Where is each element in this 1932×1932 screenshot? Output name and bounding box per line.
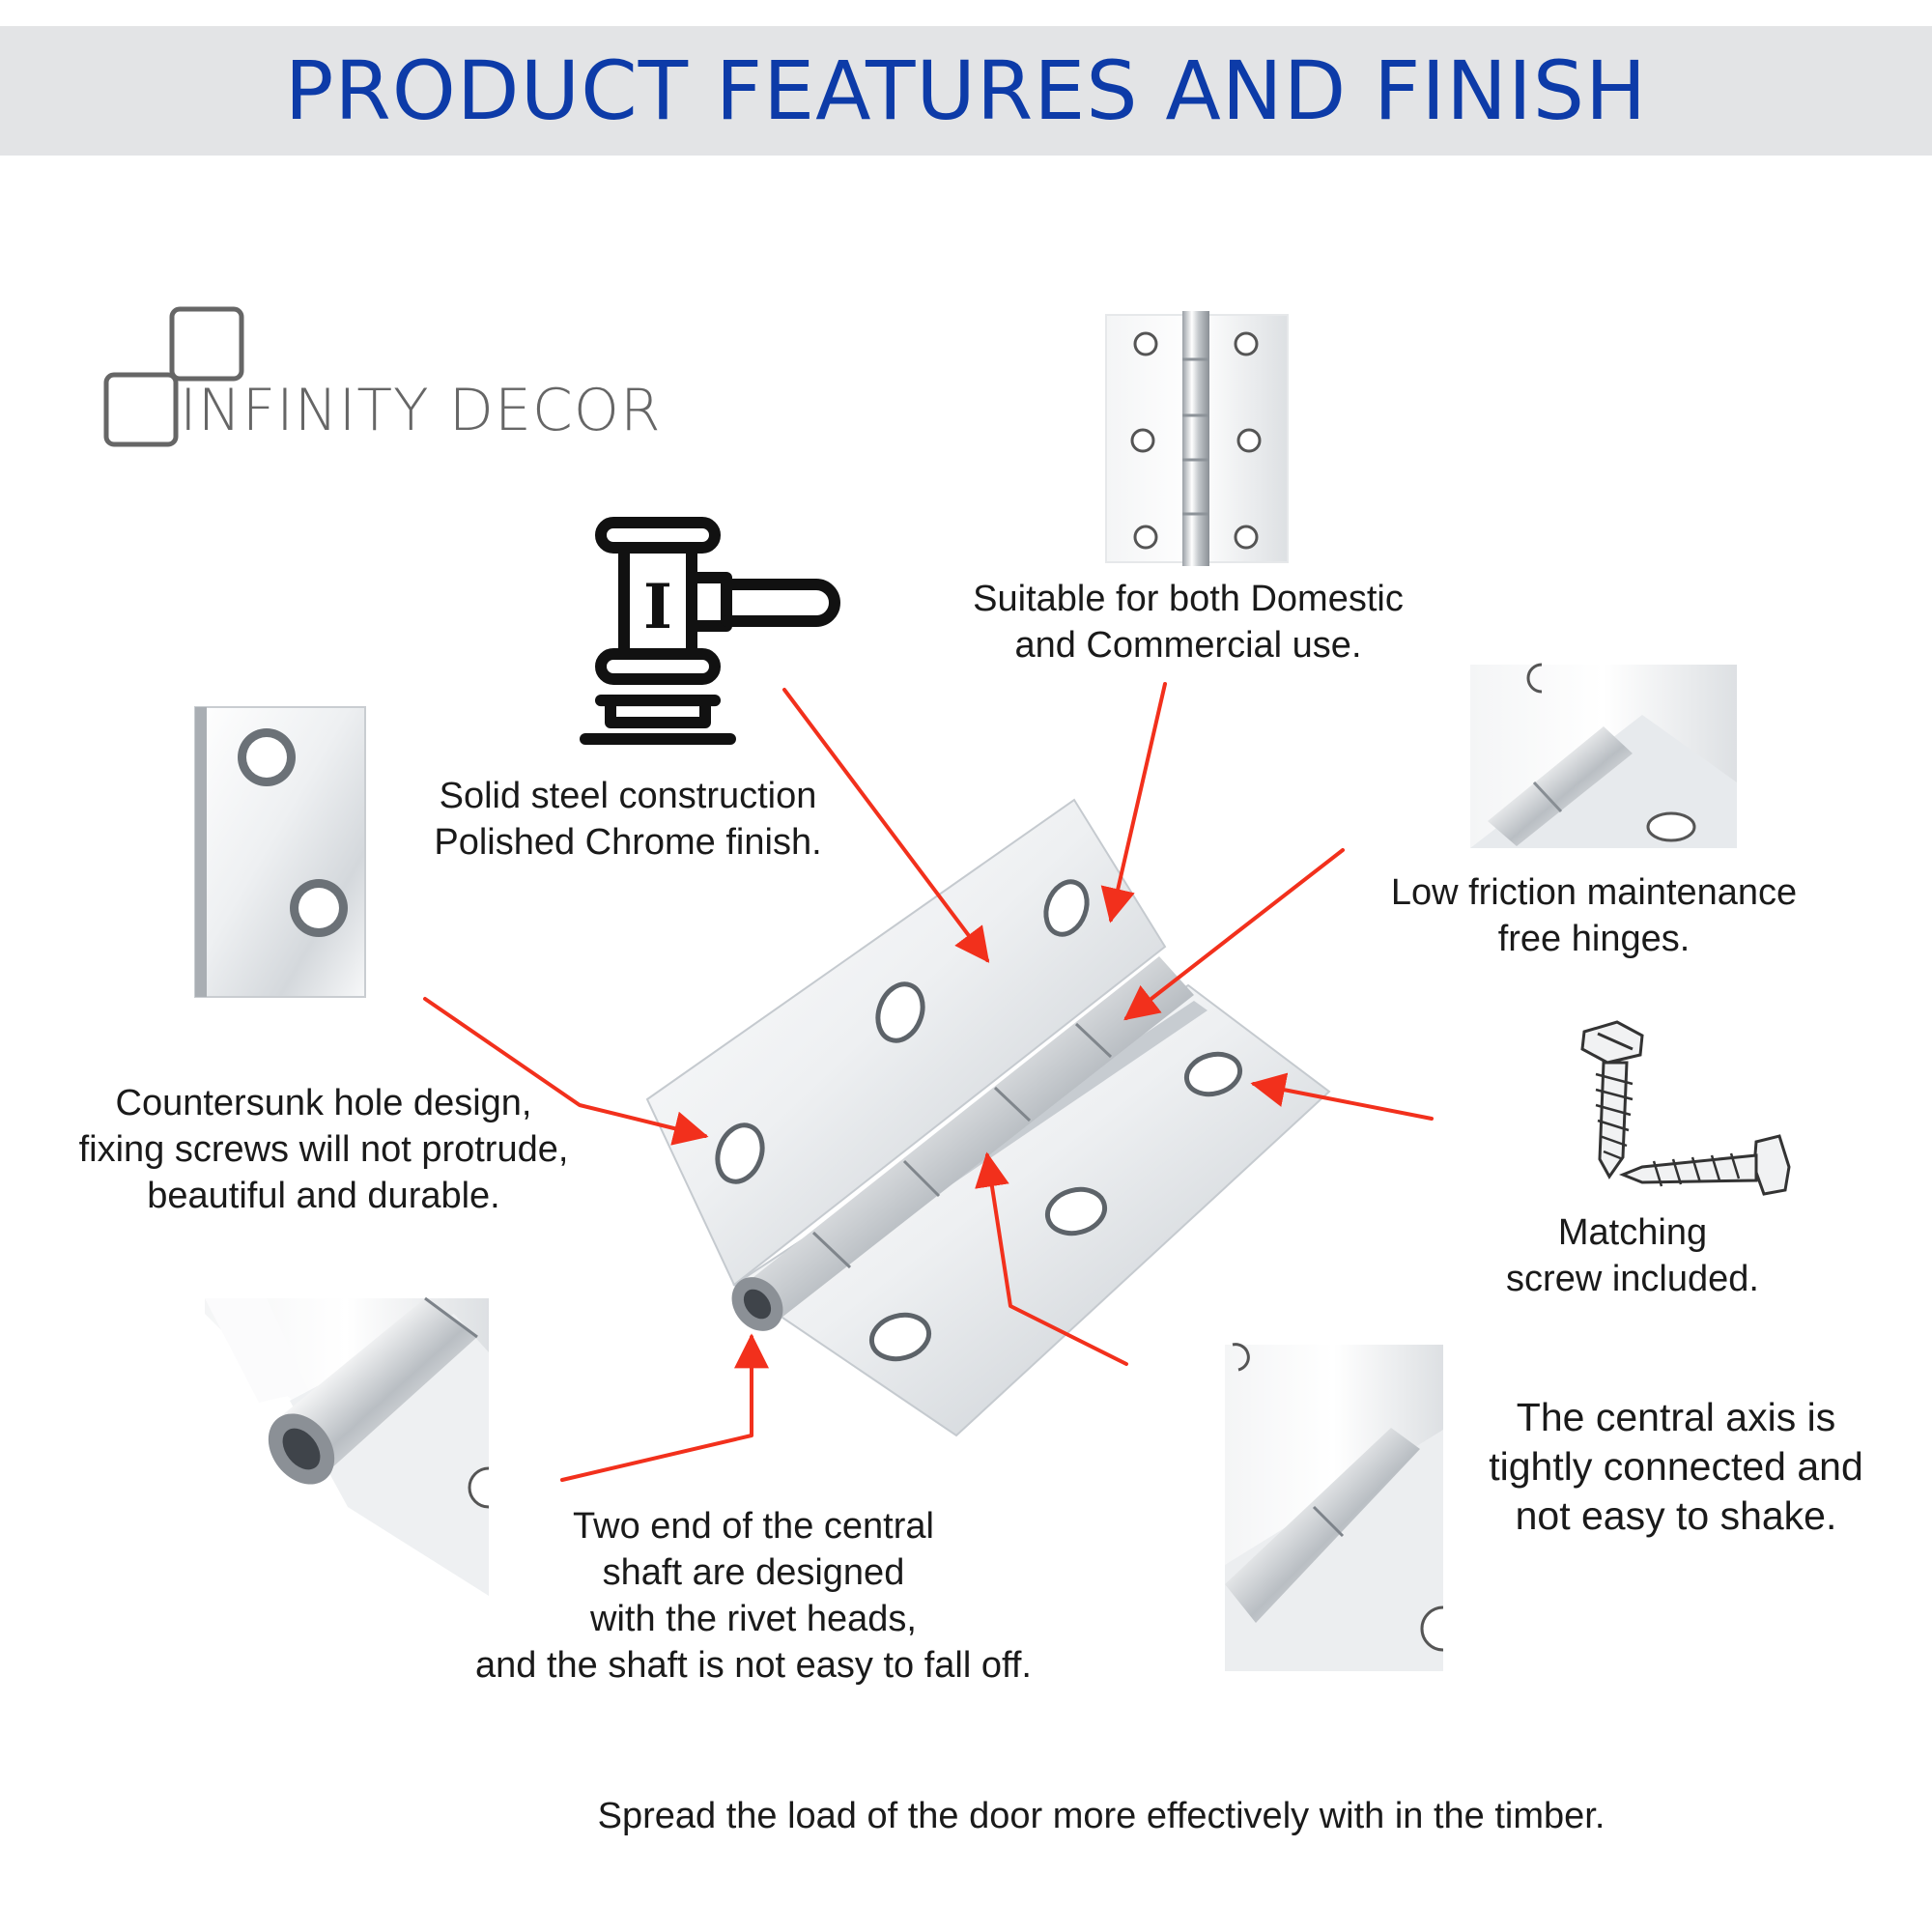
caption-matching-screw: Matching screw included. [1506, 1212, 1759, 1299]
header-banner [0, 26, 1932, 156]
screw-icon [1580, 1020, 1791, 1196]
knuckle-closeup-image [1470, 663, 1737, 848]
arrow-countersunk [423, 997, 709, 1146]
arrow-low-friction [1123, 848, 1345, 1021]
arrow-matching-screw [1250, 1072, 1434, 1121]
caption-rivet-heads: Two end of the central shaft are designe… [475, 1506, 1032, 1686]
central-axis-closeup-image [1225, 1343, 1444, 1671]
arrow-central-axis [975, 1151, 1128, 1366]
arrow-domestic [1100, 682, 1167, 923]
brand-logo-text: INFINITY DECOR [180, 377, 662, 444]
caption-spread-load: Spread the load of the door more effecti… [597, 1796, 1605, 1836]
arrow-solid-steel [782, 688, 990, 963]
callout-arrows [423, 682, 1434, 1482]
gavel-icon: I [580, 517, 840, 745]
countersunk-plate-image [194, 706, 366, 998]
svg-text:I: I [643, 571, 672, 643]
caption-countersunk: Countersunk hole design, fixing screws w… [78, 1083, 569, 1216]
caption-low-friction: Low friction maintenance free hinges. [1390, 872, 1798, 959]
rivet-head-closeup-image [205, 1296, 490, 1596]
hinge-icon [1105, 311, 1289, 566]
logo-squares-icon [103, 306, 244, 447]
main-hinge-image [645, 798, 1331, 1437]
caption-central-axis: The central axis is tightly connected an… [1489, 1395, 1863, 1538]
page-title: PRODUCT FEATURES AND FINISH [284, 43, 1648, 138]
caption-domestic: Suitable for both Domestic and Commercia… [973, 579, 1404, 666]
arrow-rivet-heads [560, 1333, 769, 1482]
caption-solid-steel: Solid steel construction Polished Chrome… [434, 776, 822, 863]
